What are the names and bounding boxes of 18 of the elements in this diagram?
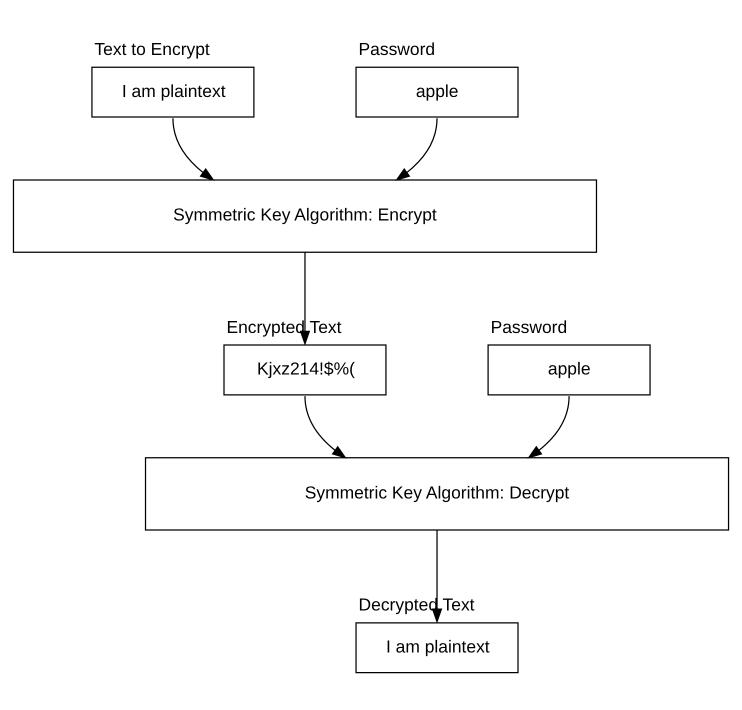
node-label: Password [490,316,568,337]
node-label: Decrypted Text [358,594,475,615]
arrow [527,396,570,459]
node-label: Encrypted Text [226,316,342,337]
node-box: Kjxz214!$%( [223,344,387,396]
node-box: Symmetric Key Algorithm: Encrypt [12,179,598,253]
node-box: apple [487,344,651,396]
node-box: I am plaintext [355,622,519,674]
arrow [300,252,310,346]
arrow [432,530,442,624]
arrow [395,118,438,181]
node-label: Text to Encrypt [94,39,210,60]
arrow [304,396,347,459]
node-box: Symmetric Key Algorithm: Decrypt [144,457,730,531]
node-box: apple [355,66,519,118]
node-box: I am plaintext [91,66,255,118]
arrow [172,118,215,181]
node-label: Password [358,39,436,60]
